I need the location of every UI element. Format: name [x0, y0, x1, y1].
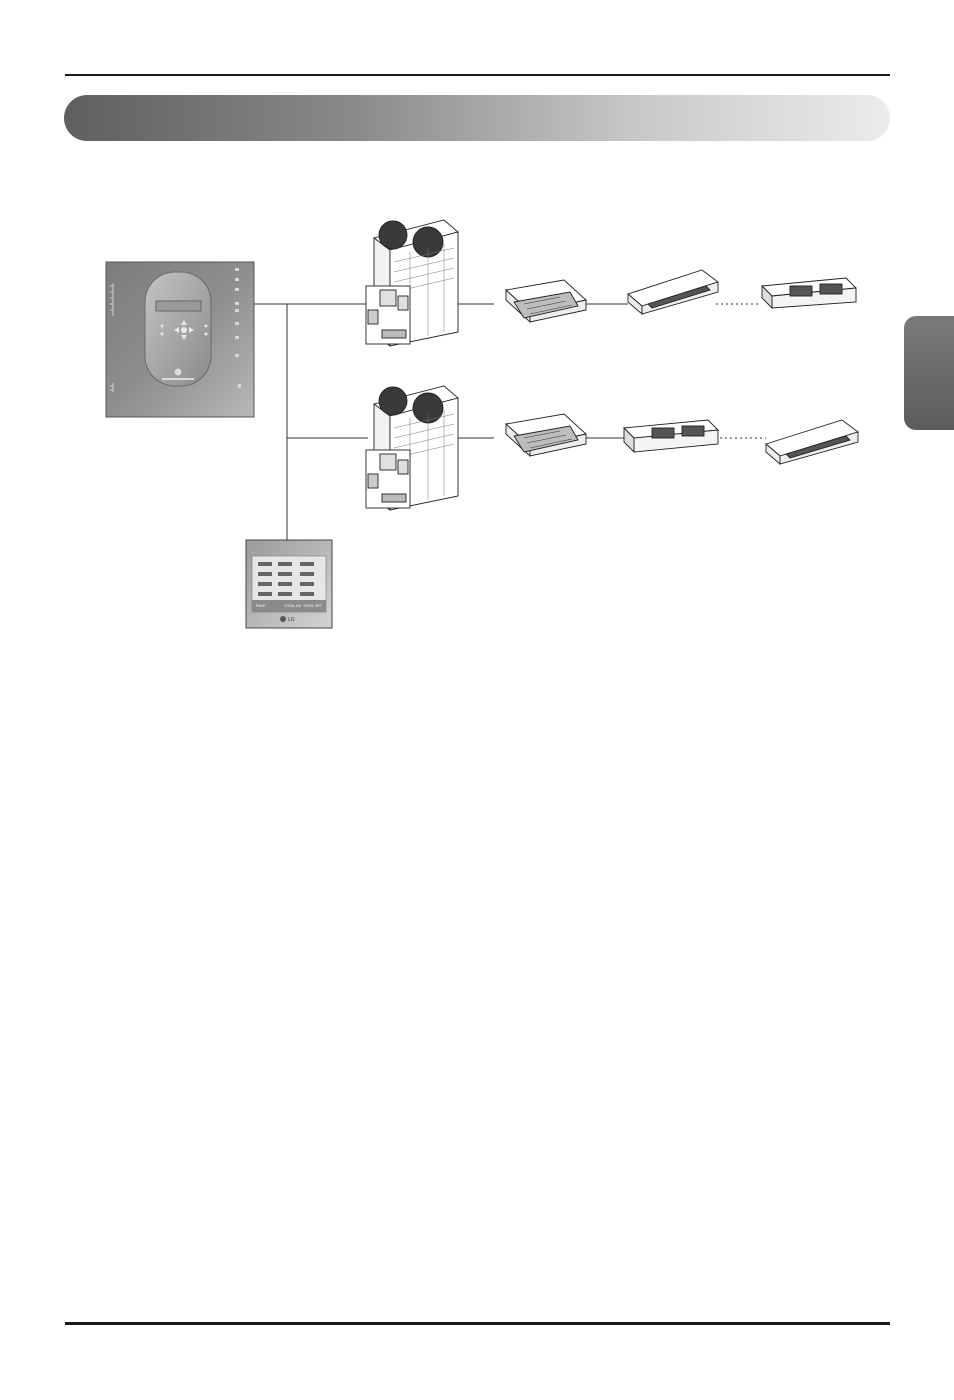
ceiling-concealed-duct-icon [628, 270, 718, 314]
outdoor-unit-icon [366, 220, 458, 346]
touch-panel-brand: LG [288, 617, 295, 623]
ducted-unit-icon [762, 278, 856, 308]
touch-panel-total-on-label: TOTAL ON [284, 604, 302, 608]
ceiling-cassette-icon [506, 414, 586, 456]
footer-rule [65, 1322, 890, 1325]
touch-panel-controller-icon: PAGE TOTAL ON TOTAL OFF LG [246, 540, 332, 628]
touch-panel-page-label: PAGE [256, 604, 266, 608]
outdoor-unit-icon [366, 386, 458, 510]
ceiling-cassette-icon [506, 280, 586, 322]
touch-panel-total-off-label: TOTAL OFF [303, 604, 322, 608]
central-controller-icon [106, 262, 254, 417]
ducted-unit-icon [624, 420, 718, 452]
ceiling-concealed-duct-icon [766, 420, 858, 464]
